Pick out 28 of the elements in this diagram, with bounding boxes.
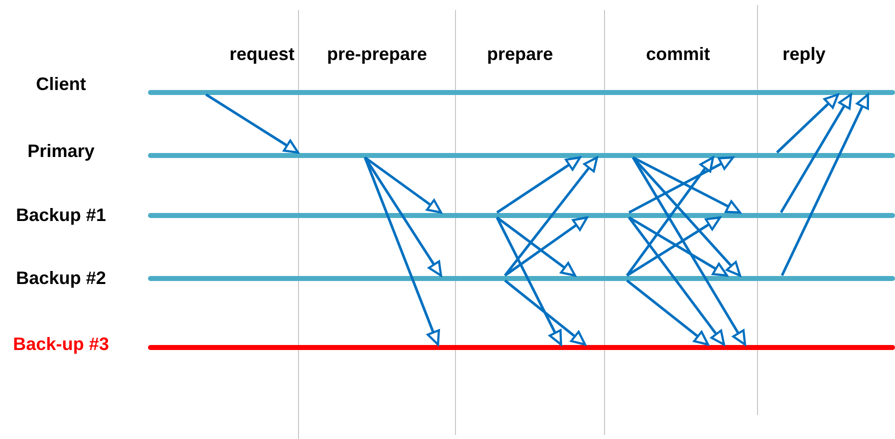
message-arrow <box>364 156 442 214</box>
phase-label: reply <box>782 43 826 66</box>
message-arrow <box>780 93 870 276</box>
message-arrow <box>364 157 440 346</box>
row-label: Primary <box>26 140 96 162</box>
message-arrow <box>496 216 576 277</box>
phase-label: prepare <box>486 43 554 66</box>
phase-label: request <box>229 43 295 66</box>
message-arrow <box>504 156 598 276</box>
message-arrow <box>626 156 714 276</box>
message-arrow <box>364 156 442 277</box>
message-arrow <box>205 93 300 154</box>
message-arrow <box>504 279 586 346</box>
row-label: Back-up #3 <box>12 333 110 355</box>
row-label: Backup #1 <box>14 204 108 226</box>
message-arrow <box>632 156 746 346</box>
phase-label: pre-prepare <box>326 43 428 66</box>
message-arrow <box>496 216 562 346</box>
message-arrow <box>628 216 726 346</box>
message-arrow <box>776 93 840 154</box>
phase-label: commit <box>646 43 710 66</box>
message-arrow <box>626 279 710 346</box>
message-arrow <box>780 93 852 214</box>
row-label: Client <box>34 73 87 95</box>
row-label: Backup #2 <box>14 267 108 289</box>
message-arrow <box>632 156 742 277</box>
message-arrow <box>504 216 588 277</box>
message-arrow <box>496 156 582 214</box>
